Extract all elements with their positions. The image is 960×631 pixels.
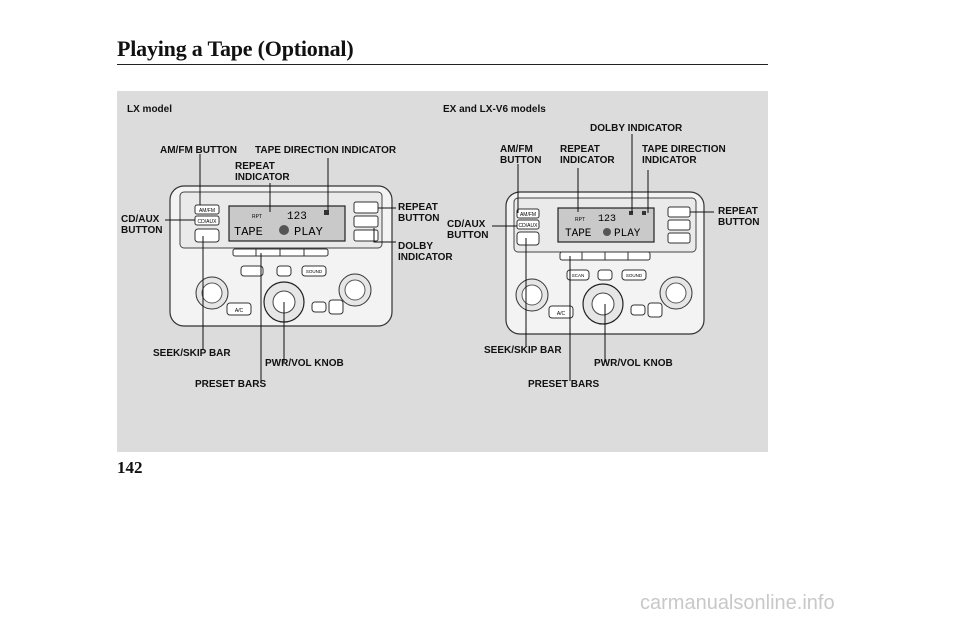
ex-label-am-fm-button: AM/FM BUTTON	[500, 144, 542, 166]
ex-label-cd-aux-button: CD/AUX BUTTON	[447, 219, 489, 241]
lx-label-dolby-indicator: DOLBY INDICATOR	[398, 241, 453, 263]
lx-label-tape-direction-indicator: TAPE DIRECTION INDICATOR	[255, 145, 397, 156]
svg-text:TAPE: TAPE	[565, 228, 592, 240]
lx-label-preset-bars: PRESET BARS	[195, 379, 267, 390]
watermark: carmanualsonline.info	[640, 592, 835, 614]
svg-text:123: 123	[287, 211, 307, 223]
ex-label-preset-bars: PRESET BARS	[528, 379, 600, 390]
svg-text:AM/FM: AM/FM	[199, 208, 215, 214]
lx-label-seek-skip-bar: SEEK/SKIP BAR	[153, 348, 231, 359]
ex-label-repeat-button: REPEAT BUTTON	[718, 206, 760, 228]
svg-text:PLAY: PLAY	[614, 228, 641, 240]
ex-label-dolby-indicator: DOLBY INDICATOR	[590, 123, 683, 134]
svg-text:RPT: RPT	[575, 217, 585, 223]
svg-text:CD/AUX: CD/AUX	[519, 223, 539, 229]
svg-text:PLAY: PLAY	[294, 225, 323, 239]
ex-cd-aux-key[interactable]	[516, 219, 540, 230]
ex-repeat-key[interactable]	[667, 206, 691, 218]
lx-seek-skip-key[interactable]	[194, 228, 220, 243]
page-title: Playing a Tape (Optional)	[117, 36, 354, 61]
ex-label-tape-direction-indicator: TAPE DIRECTION INDICATOR	[642, 144, 726, 166]
lx-label-cd-aux-button: CD/AUX BUTTON	[121, 214, 163, 236]
ex-label-pwr-vol-knob: PWR/VOL KNOB	[594, 358, 673, 369]
lx-am-fm-key[interactable]	[194, 204, 220, 215]
ex-seek-skip-key[interactable]	[516, 231, 540, 246]
lx-label-am-fm-button: AM/FM BUTTON	[160, 145, 238, 156]
page-number: 142	[117, 458, 143, 477]
lx-label-repeat-indicator: REPEAT INDICATOR	[235, 161, 290, 183]
svg-text:RPT: RPT	[252, 214, 262, 220]
svg-text:SOUND: SOUND	[306, 269, 323, 274]
svg-text:CD/AUX: CD/AUX	[198, 219, 218, 225]
ex-label-repeat-indicator: REPEAT INDICATOR	[560, 144, 615, 166]
ex-display	[557, 207, 655, 243]
lx-label-pwr-vol-knob: PWR/VOL KNOB	[265, 358, 344, 369]
lx-heading: LX model	[127, 104, 173, 115]
ex-leader-lines	[492, 134, 714, 381]
svg-text:AM/FM: AM/FM	[520, 212, 536, 218]
ex-label-seek-skip-bar: SEEK/SKIP BAR	[484, 345, 562, 356]
ex-heading: EX and LX-V6 models	[443, 104, 546, 115]
svg-text:123: 123	[598, 214, 616, 225]
svg-text:A/C: A/C	[557, 311, 566, 317]
title-rule	[117, 64, 768, 65]
svg-text:A/C: A/C	[235, 308, 244, 314]
svg-text:SCAN: SCAN	[572, 273, 585, 278]
ex-radio-unit: AM/FM CD/AUX RPT 123 TAPE PLAY SCAN SOUN…	[505, 191, 705, 335]
svg-text:TAPE: TAPE	[234, 225, 263, 239]
lx-scan-rpt-key[interactable]	[353, 201, 379, 214]
ex-am-fm-key[interactable]	[516, 208, 540, 219]
lx-leader-lines	[165, 154, 396, 381]
svg-text:SOUND: SOUND	[626, 273, 643, 278]
lx-label-repeat-button: REPEAT BUTTON	[398, 202, 440, 224]
